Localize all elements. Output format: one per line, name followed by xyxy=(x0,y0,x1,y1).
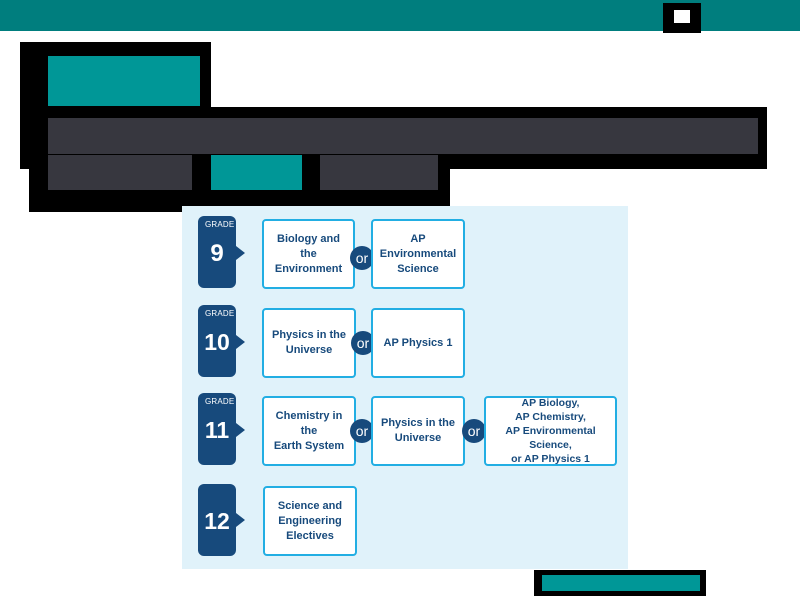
or-connector: or xyxy=(350,419,374,443)
course-card[interactable]: AP Physics 1 xyxy=(371,308,465,378)
grade-11-badge: GRADE 11 xyxy=(198,393,236,465)
page-title-block xyxy=(48,118,758,154)
grade-label: GRADE xyxy=(205,397,235,406)
grade-label: GRADE xyxy=(205,309,235,318)
course-card[interactable]: Physics in the Universe xyxy=(371,396,465,466)
course-card[interactable]: Science and Engineering Electives xyxy=(263,486,357,556)
or-connector: or xyxy=(462,419,486,443)
course-card[interactable]: AP Biology, AP Chemistry, AP Environment… xyxy=(484,396,617,466)
grade-number: 12 xyxy=(204,508,230,534)
course-card[interactable]: Physics in the Universe xyxy=(262,308,356,378)
grade-number: 11 xyxy=(204,417,230,443)
course-card[interactable]: AP Environmental Science xyxy=(371,219,465,289)
course-card[interactable]: Chemistry in the Earth System xyxy=(262,396,356,466)
grade-12-badge: 12 xyxy=(198,484,236,556)
grade-label: GRADE xyxy=(205,220,235,229)
course-card[interactable]: Biology and the Environment xyxy=(262,219,355,289)
or-connector: or xyxy=(350,246,374,270)
tab-3[interactable] xyxy=(320,155,438,190)
menu-button[interactable] xyxy=(663,3,701,33)
tab-1[interactable] xyxy=(48,155,192,190)
header-logo-block xyxy=(48,56,200,106)
grade-9-badge: GRADE 9 xyxy=(198,216,236,288)
arrow-icon xyxy=(236,423,245,437)
arrow-icon xyxy=(236,513,245,527)
grade-number: 10 xyxy=(204,329,230,355)
tab-2-active[interactable] xyxy=(211,155,302,190)
grade-number: 9 xyxy=(210,240,224,267)
arrow-icon xyxy=(236,246,245,260)
bottom-link-bar[interactable] xyxy=(542,575,700,591)
arrow-icon xyxy=(236,335,245,349)
menu-icon xyxy=(674,10,690,23)
grade-10-badge: GRADE 10 xyxy=(198,305,236,377)
